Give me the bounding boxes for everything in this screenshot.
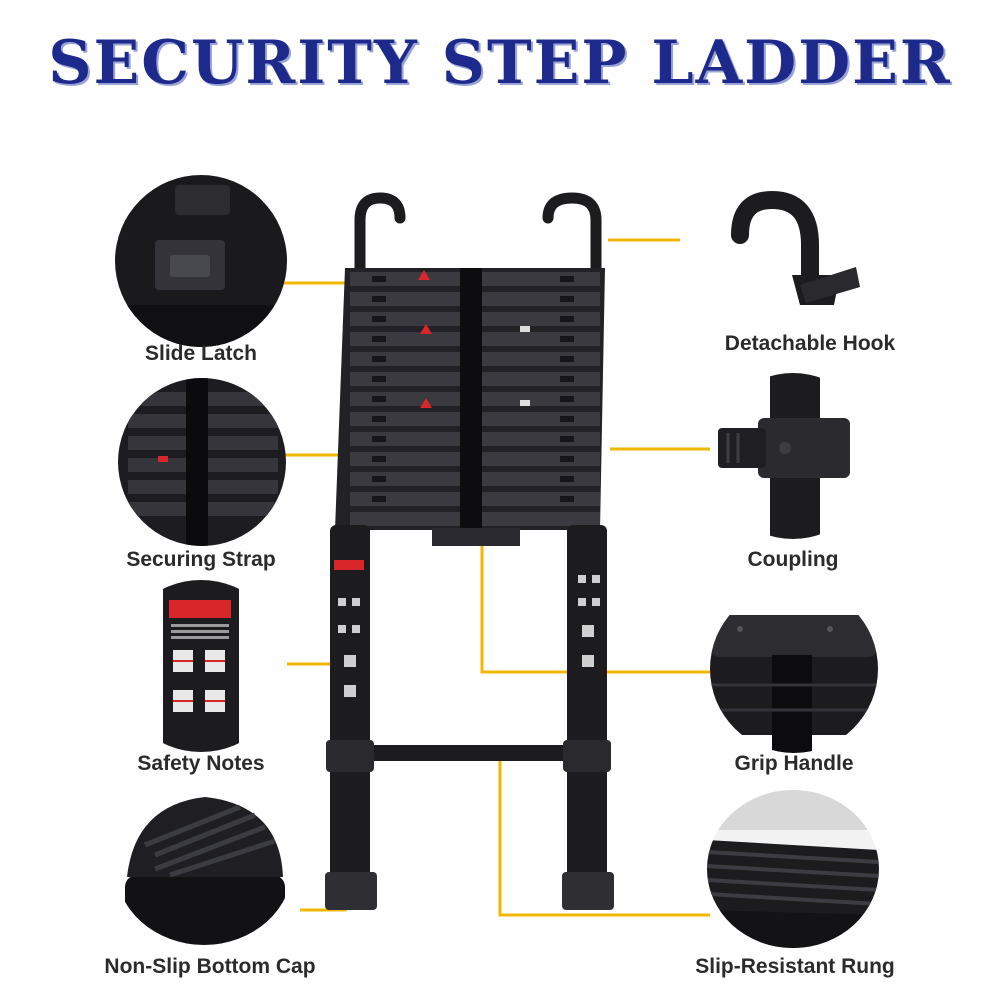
coupling-label: Coupling <box>747 548 839 571</box>
detachable-hook-detail <box>710 175 882 333</box>
coupling-detail <box>710 373 876 539</box>
strap-icon <box>460 268 482 530</box>
slip-resistant-rung-label: Slip-Resistant Rung <box>695 955 895 978</box>
non-slip-bottom-cap-detail <box>115 785 293 945</box>
safety-notes-detail <box>115 580 287 752</box>
securing-strap-detail <box>118 378 286 546</box>
slide-latch-detail <box>115 175 287 347</box>
right-hook-icon <box>542 192 602 281</box>
grip-handle-label: Grip Handle <box>734 752 854 775</box>
safety-notes-label: Safety Notes <box>137 752 265 775</box>
detachable-hook-label: Detachable Hook <box>724 332 896 355</box>
non-slip-bottom-cap-label: Non-Slip Bottom Cap <box>104 955 316 978</box>
slip-resistant-rung-detail <box>707 790 879 948</box>
securing-strap-label: Securing Strap <box>126 548 276 571</box>
left-hook-icon <box>354 192 406 281</box>
rung-stack <box>335 268 605 546</box>
left-foot-icon <box>325 872 377 910</box>
slide-latch-label: Slide Latch <box>144 342 258 365</box>
page-title: SECURITY STEP LADDER <box>48 28 952 98</box>
right-foot-icon <box>562 872 614 910</box>
grip-handle-detail <box>710 585 878 753</box>
